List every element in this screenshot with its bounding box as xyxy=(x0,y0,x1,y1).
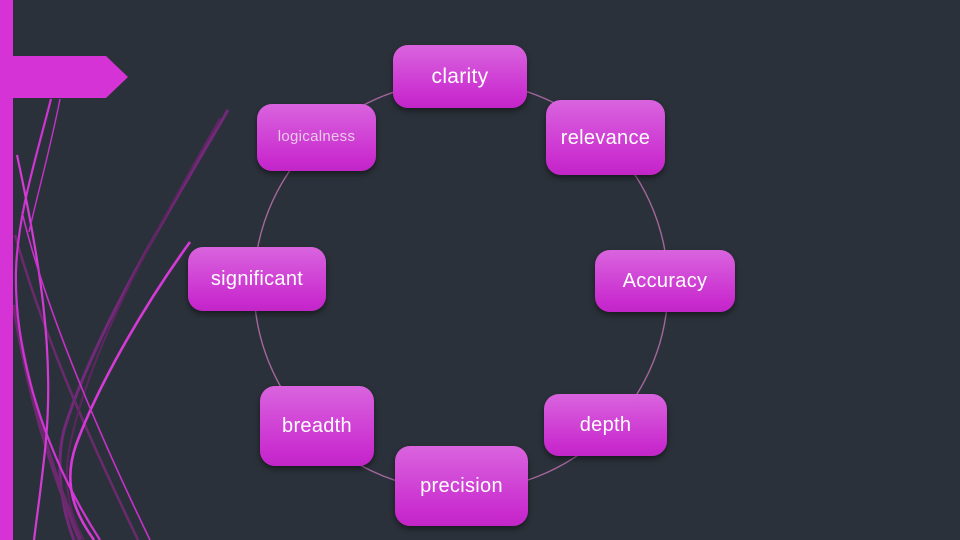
swoosh-line-bright xyxy=(21,211,151,540)
node-label: precision xyxy=(420,475,503,497)
swoosh-line-bright xyxy=(69,241,192,540)
swoosh-line-dark xyxy=(13,234,140,540)
swoosh-line-dark xyxy=(58,109,230,540)
diagram-node-logicalness[interactable]: logicalness xyxy=(257,104,376,171)
node-label: depth xyxy=(579,414,632,436)
diagram-node-depth[interactable]: depth xyxy=(544,394,667,456)
diagram-node-relevance[interactable]: relevance xyxy=(546,100,665,175)
node-label: breadth xyxy=(282,415,352,437)
swoosh-line-dark xyxy=(65,117,221,540)
node-label: clarity xyxy=(431,64,489,88)
node-label: relevance xyxy=(560,126,651,149)
node-label: Accuracy xyxy=(622,270,708,292)
swoosh-line-bright xyxy=(14,98,101,540)
diagram-node-clarity[interactable]: clarity xyxy=(393,45,527,108)
node-label: significant xyxy=(210,268,304,290)
swoosh-line-bright xyxy=(28,98,61,233)
diagram-node-accuracy[interactable]: Accuracy xyxy=(595,250,735,312)
swoosh-line-bright xyxy=(15,154,50,540)
arrow-right-decoration xyxy=(13,56,128,98)
diagram-node-significant[interactable]: significant xyxy=(188,247,326,311)
diagram-node-breadth[interactable]: breadth xyxy=(260,386,374,466)
node-label: logicalness xyxy=(277,128,356,146)
left-accent-bar xyxy=(0,0,13,540)
diagram-node-precision[interactable]: precision xyxy=(395,446,528,526)
